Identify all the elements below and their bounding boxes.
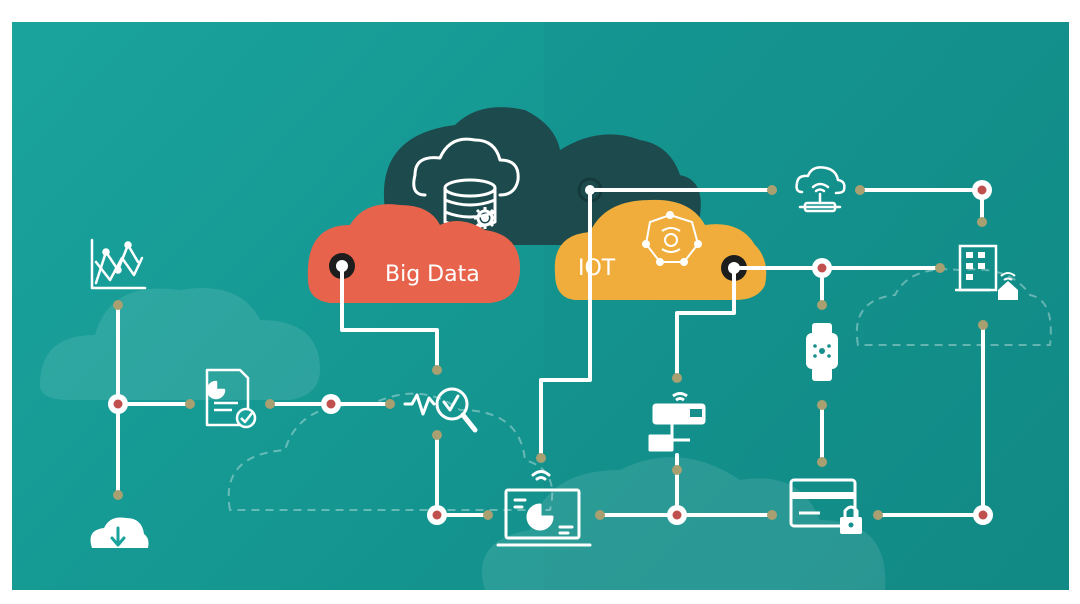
joint-dot [185,399,195,409]
node-dot [812,258,832,278]
joint-dot [977,217,987,227]
joint-dot [595,510,605,520]
node-dot [321,394,341,414]
joint-dot [855,185,865,195]
joint-dot [817,300,827,310]
laptop-dashboard-icon [496,470,592,547]
joint-dot [536,453,546,463]
smart-building-icon [955,244,1018,300]
joint-dot [113,300,123,310]
joint-dot [767,510,777,520]
joint-dot [432,365,442,375]
joint-dot [672,373,682,383]
node-dot [973,505,993,525]
joint-dots [113,185,988,520]
joint-dot [978,320,988,330]
big-data-cloud: Big Data [307,204,520,303]
joint-dot [432,430,442,440]
joint-dot [265,399,275,409]
signal-search-icon [403,387,478,433]
joint-dot [767,185,777,195]
joint-dot [817,457,827,467]
joint-dot [873,510,883,520]
joint-dot [113,490,123,500]
node-dots [108,180,993,525]
iot-network-icon [642,211,702,266]
bg-cloud-left [40,288,320,400]
joint-dot [672,465,682,475]
security-camera-icon [648,392,706,452]
left-panel [12,22,544,590]
node-dot [972,180,992,200]
credit-card-lock-icon [789,478,862,534]
bg-cloud-bottom [482,457,886,590]
big-data-label: Big Data [385,262,480,287]
bg-cloud-dashed-left [227,392,554,511]
iot-cloud: IOT [554,199,767,300]
cloud-download-icon [90,517,149,548]
iot-label: IOT [578,256,616,281]
node-dot [108,394,128,414]
node-dot [667,505,687,525]
analytics-chart-icon [90,238,147,290]
cloud-router-icon [795,166,846,213]
background-clouds [40,268,1052,590]
joint-dot [935,263,945,273]
node-dot [427,505,447,525]
joint-dot [385,399,395,409]
joint-dot [817,400,827,410]
report-document-icon [205,368,257,429]
settings-gear-icon [474,207,496,229]
joint-dot [483,510,493,520]
smartwatch-icon [806,323,838,381]
